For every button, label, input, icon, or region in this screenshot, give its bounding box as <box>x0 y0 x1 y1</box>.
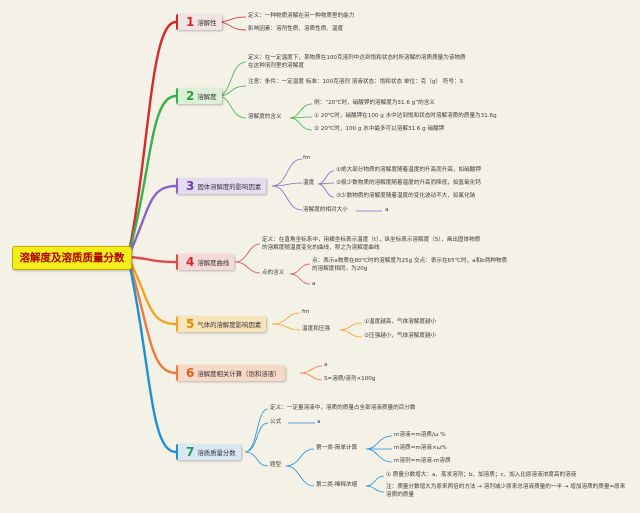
b7-calc-1: m溶液=m溶质/ω % <box>394 432 446 438</box>
b3-relative-size: 溶解度的相对大小 <box>303 207 348 213</box>
branch-label: 气体的溶解度影响因素 <box>197 320 262 329</box>
b5-rule-1: ①温度越高，气体溶解度越小 <box>364 319 437 325</box>
b3-temperature: 温度 <box>303 180 315 186</box>
branch-label: 溶解度 <box>197 92 217 101</box>
b7-dilute-2: 注：质量分数增大为原来两倍的方法 → 溶剂减少原来总溶液质量的一半 → 增加溶质… <box>386 484 626 498</box>
b3-rule-3: ③少数物质的溶解度随着温度的变化波动不大，如氯化钠 <box>336 193 476 199</box>
edge-root-b6 <box>126 255 178 375</box>
b2-meaning-1: ① 20℃时，硝酸钾在100 g 水中达到饱和状态时溶解溶质的质量为31.6g <box>314 113 497 119</box>
b2-note: 注意：条件：一定温度 标准：100克溶剂 溶液状态：饱和状态 单位：克（g） 符… <box>248 79 464 85</box>
branch-number: 7 <box>186 445 195 459</box>
b4-definition: 定义：在直角坐标系中，用横坐标表示温度（t），纵坐标表示溶解度（S），画出固体物… <box>262 237 481 251</box>
b4-a: a <box>312 281 316 287</box>
b2-meaning: 溶解度的含义 <box>248 114 282 120</box>
b7-type-1: 第一类-简单计算 <box>316 445 358 451</box>
branch-solid-factors[interactable]: 3 固体溶解度的影响因素 <box>176 178 267 194</box>
b3-fm: fm <box>303 155 311 161</box>
b7-dilute-1: ① 质量分数增大：a、蒸发溶剂；b、加溶质；c、加入比原溶液浓度高的溶液 <box>386 472 577 478</box>
b2-example: 例：“20℃时，硝酸钾的溶解度为31.6 g”的含义 <box>314 100 435 106</box>
branch-label: 溶解性 <box>197 18 217 27</box>
b4-points: 点的含义 <box>262 270 285 276</box>
branch-gas-factors[interactable]: 5 气体的溶解度影响因素 <box>176 316 267 332</box>
edge-root-b1 <box>126 20 178 259</box>
b1-definition: 定义：一种物质溶解在另一种物质里的能力 <box>248 13 355 19</box>
b7-type-2: 第二类-稀释浓缩 <box>316 482 358 488</box>
b5-temp-pressure: 温度和压强 <box>302 326 330 332</box>
b3-rule-2: ②极少数物质的溶解度随着温度的升高而降低，如氢氧化钙 <box>336 180 481 186</box>
b6-formula: S=溶质/溶剂×100g <box>324 376 376 382</box>
branch-number: 4 <box>186 255 195 269</box>
branch-label: 溶质质量分数 <box>197 448 236 457</box>
b6-a: a <box>324 362 328 368</box>
b7-calc-3: m溶剂=m溶液-m溶质 <box>394 458 451 464</box>
branch-label: 溶解度曲线 <box>197 258 230 267</box>
branch-solubility-curve[interactable]: 4 溶解度曲线 <box>176 254 235 270</box>
b5-rule-2: ②压强越小，气体溶解度越小 <box>364 333 437 339</box>
branch-number: 2 <box>186 89 195 103</box>
edge-root-b3 <box>126 184 178 259</box>
branch-solubility[interactable]: 2 溶解度 <box>176 88 222 104</box>
b7-calc-2: m溶质=m溶液×ω% <box>394 445 447 451</box>
branch-number: 6 <box>186 366 195 380</box>
b4-point-desc: 点：表示a物质在80℃时的溶解度为25g 交点：表示在65℃时，a和b两种物质的… <box>312 258 508 272</box>
b3-a: a <box>385 207 389 213</box>
b7-types: 题型 <box>270 462 282 468</box>
b7-definition: 定义：一定量溶液中，溶质的质量占全部溶液质量的百分数 <box>270 405 416 411</box>
branch-label: 固体溶解度的影响因素 <box>197 182 262 191</box>
root-topic[interactable]: 溶解度及溶质质量分数 <box>12 246 132 270</box>
b2-meaning-2: ② 20℃时，100 g 水中最多可以溶解31.6 g 硝酸钾 <box>314 126 445 132</box>
branch-number: 1 <box>186 15 195 29</box>
branch-mass-fraction[interactable]: 7 溶质质量分数 <box>176 444 241 460</box>
edge-root-b7 <box>126 255 178 454</box>
branch-solubility-calc[interactable]: 6 溶解度相关计算（饱和溶液） <box>176 365 286 381</box>
branch-solubility-property[interactable]: 1 溶解性 <box>176 14 222 30</box>
edge-root-b5 <box>126 255 178 326</box>
edge-root-b4 <box>126 255 178 264</box>
b5-fm: fm <box>302 309 310 315</box>
b3-rule-1: ①绝大部分物质的溶解度随着温度的升高而升高，如硝酸钾 <box>336 167 481 173</box>
b2-definition: 定义：在一定温度下，某物质在100克溶剂中达到饱和状态时所溶解的溶质质量为该物质… <box>248 55 466 69</box>
branch-label: 溶解度相关计算（饱和溶液） <box>197 369 281 378</box>
branch-number: 3 <box>186 179 195 193</box>
edge-root-b2 <box>126 94 178 259</box>
b1-factors: 影响因素：溶剂性质、溶质性质、温度 <box>248 26 344 32</box>
b7-formula-label: 公式 <box>270 419 282 425</box>
branch-number: 5 <box>186 317 195 331</box>
b7-a: a <box>317 419 321 425</box>
